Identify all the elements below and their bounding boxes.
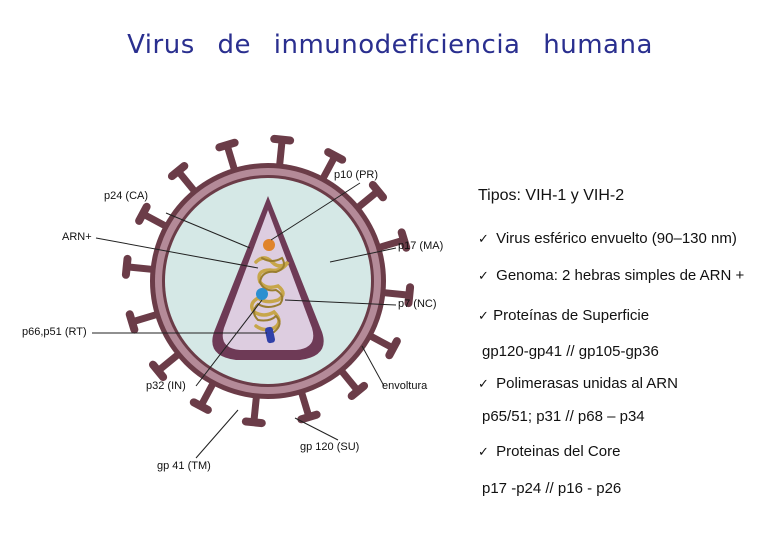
item-sub-proteinas-superficie: gp120-gp41 // gp105-gp36 [482,343,659,360]
label-gp120: gp 120 (SU) [300,441,359,453]
item-proteinas-core: ✓ Proteinas del Core [478,443,620,460]
label-p7: p7 (NC) [398,298,437,310]
check-icon: ✓ [478,231,492,247]
check-icon: ✓ [478,444,492,460]
item-text: Genoma: 2 hebras simples de ARN + [496,267,744,284]
item-text: Proteínas de Superficie [493,307,649,324]
label-p17: p17 (MA) [398,240,443,252]
item-genoma: ✓ Genoma: 2 hebras simples de ARN + [478,267,744,284]
label-arn: ARN+ [62,231,92,243]
integrase-p32 [256,288,268,300]
label-p66: p66,p51 (RT) [22,326,87,338]
leader-envoltura [362,346,384,386]
check-icon: ✓ [478,268,492,284]
leader-gp120 [295,418,338,440]
envelope-spike-head [301,415,316,420]
envelope-spike-head [246,421,262,423]
item-polimerasas: ✓ Polimerasas unidas al ARN [478,375,678,392]
item-sub-polimerasas: p65/51; p31 // p68 – p34 [482,408,645,425]
item-text: Proteinas del Core [496,443,620,460]
envelope-spike-head [219,143,234,148]
check-icon: ✓ [478,308,489,324]
label-p24: p24 (CA) [104,190,148,202]
label-p10: p10 (PR) [334,169,378,181]
protease-p10 [263,239,275,251]
label-envoltura: envoltura [382,380,427,392]
label-gp41: gp 41 (TM) [157,460,211,472]
panel-title: Tipos: VIH-1 y VIH-2 [478,187,624,205]
label-p32: p32 (IN) [146,380,186,392]
item-text: Polimerasas unidas al ARN [496,375,678,392]
item-proteinas-superficie: ✓ Proteínas de Superficie [478,307,649,324]
item-virus-esferico: ✓ Virus esférico envuelto (90–130 nm) [478,230,737,247]
info-panel: Tipos: VIH-1 y VIH-2 ✓ Virus esférico en… [472,0,780,540]
check-icon: ✓ [478,376,492,392]
envelope-spike-head [126,259,128,275]
item-sub-proteinas-core: p17 -p24 // p16 - p26 [482,480,621,497]
leader-gp41 [196,410,238,458]
item-text: Virus esférico envuelto (90–130 nm) [496,230,737,247]
envelope-spike-head [130,314,135,329]
envelope-spike-head [274,139,290,141]
